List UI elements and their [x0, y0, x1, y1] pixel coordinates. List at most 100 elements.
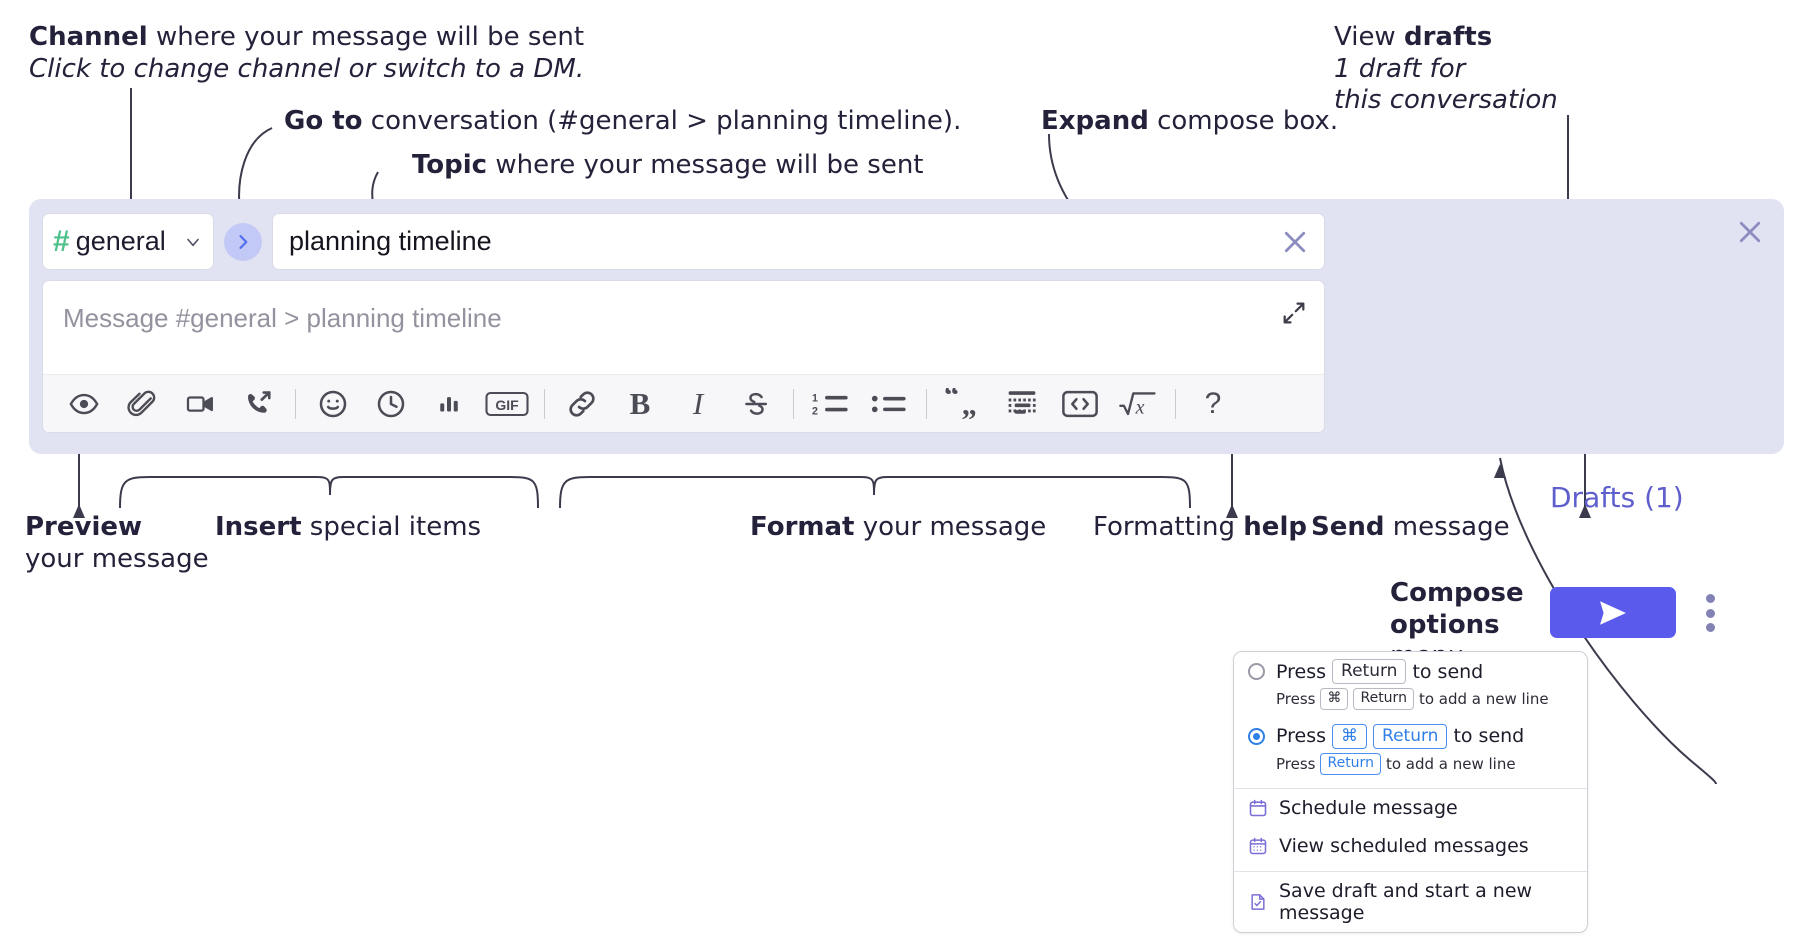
- compose-inner: # general planning timeline: [42, 213, 1325, 433]
- goto-conversation-button[interactable]: [224, 222, 262, 261]
- chevron-right-icon: [239, 234, 248, 249]
- radio-label-pre: Press: [1276, 660, 1327, 683]
- calendar-icon: [1248, 798, 1268, 818]
- annotation-send-rest: message: [1384, 512, 1510, 542]
- ordered-list-icon[interactable]: 1 2: [802, 375, 860, 433]
- annotation-preview-line2: your message: [25, 543, 209, 574]
- help-icon[interactable]: ?: [1204, 386, 1222, 420]
- bulleted-list-icon[interactable]: [860, 375, 918, 433]
- sub-post: to add a new line: [1418, 690, 1549, 708]
- channel-name: general: [75, 226, 166, 256]
- clock-icon[interactable]: [362, 375, 420, 433]
- annotation-topic: Topic where your message will be sent: [412, 150, 924, 182]
- hash-icon: #: [53, 224, 70, 258]
- blockquote-icon[interactable]: “ „: [935, 375, 993, 433]
- menu-item-schedule-message[interactable]: Schedule message: [1234, 789, 1587, 827]
- radio-button-selected[interactable]: [1248, 727, 1265, 745]
- link-icon[interactable]: [553, 375, 611, 433]
- annotation-preview-bold: Preview: [25, 512, 143, 542]
- poll-icon[interactable]: [420, 375, 478, 433]
- keycap-return: Return: [1353, 688, 1414, 710]
- math-icon[interactable]: x: [1109, 375, 1167, 433]
- vertical-dots-icon: [1705, 623, 1715, 632]
- annotation-channel-rest: where your message will be sent: [147, 22, 585, 52]
- annotation-drafts-bold: drafts: [1403, 22, 1493, 52]
- menu-radio-row[interactable]: Press ⌘ Return to send: [1234, 717, 1587, 749]
- svg-text:GIF: GIF: [495, 397, 519, 413]
- radio-button[interactable]: [1248, 663, 1265, 681]
- menu-item-label: View scheduled messages: [1279, 834, 1529, 857]
- preview-icon[interactable]: [55, 375, 113, 433]
- menu-item-save-draft[interactable]: Save draft and start a new message: [1234, 872, 1587, 932]
- toolbar-divider: [295, 388, 296, 419]
- annotation-format: Format your message: [750, 512, 1046, 544]
- svg-text:2: 2: [812, 405, 818, 417]
- annotation-channel: Channel where your message will be sent …: [29, 22, 584, 85]
- annotation-drafts-line3: this conversation: [1334, 85, 1558, 116]
- annotation-preview: Preview your message: [25, 512, 209, 575]
- inline-code-icon[interactable]: [1051, 375, 1109, 433]
- radio-label-pre: Press: [1276, 725, 1327, 748]
- close-icon[interactable]: [1280, 227, 1310, 257]
- annotation-insert-bold: Insert: [215, 512, 302, 542]
- keycap-command: ⌘: [1320, 688, 1349, 710]
- annotation-formatting-help-bold: help: [1243, 512, 1307, 542]
- annotation-goto-rest: conversation (#general > planning timeli…: [362, 106, 962, 136]
- toolbar-divider: [793, 388, 794, 419]
- radio-label-post: to send: [1412, 660, 1484, 683]
- compose-options-button[interactable]: [1698, 591, 1722, 635]
- bold-icon[interactable]: B: [629, 385, 651, 421]
- drafts-link[interactable]: Drafts (1): [1550, 481, 1684, 514]
- video-clip-icon[interactable]: [171, 375, 229, 433]
- compose-options-menu: Press Return to send Press ⌘ Return to a…: [1233, 651, 1588, 933]
- topic-value: planning timeline: [289, 226, 492, 256]
- italic-icon[interactable]: I: [692, 385, 704, 421]
- channel-picker[interactable]: # general: [42, 213, 214, 270]
- menu-radio-sublabel: Press ⌘ Return to add a new line: [1234, 684, 1587, 717]
- strikethrough-icon[interactable]: [727, 375, 785, 433]
- annotation-drafts-line2: 1 draft for: [1334, 53, 1466, 84]
- svg-text:1: 1: [812, 392, 818, 404]
- send-button[interactable]: [1550, 587, 1676, 638]
- save-draft-icon: [1248, 892, 1268, 912]
- annotation-topic-bold: Topic: [412, 150, 488, 180]
- send-paper-plane-icon: [1600, 600, 1626, 625]
- annotation-goto-bold: Go to: [284, 106, 363, 136]
- calendar-grid-icon: [1248, 836, 1268, 856]
- message-input-box[interactable]: Message #general > planning timeline: [42, 280, 1325, 433]
- annotation-compose-options-line1: Compose: [1390, 578, 1524, 608]
- attachment-icon[interactable]: [113, 375, 171, 433]
- menu-item-label: Schedule message: [1279, 796, 1458, 819]
- menu-radio-sublabel: Press Return to add a new line: [1234, 749, 1587, 782]
- expand-diagonal-icon[interactable]: [1280, 299, 1308, 327]
- compose-header-row: # general planning timeline: [42, 213, 1325, 270]
- toolbar-divider: [544, 388, 545, 419]
- radio-label: Press Return to send: [1276, 659, 1484, 685]
- annotation-send-bold: Send: [1311, 512, 1385, 542]
- audio-clip-icon[interactable]: [229, 375, 287, 433]
- topic-input[interactable]: planning timeline: [272, 213, 1325, 270]
- annotation-expand: Expand compose box.: [1041, 106, 1338, 138]
- annotation-insert: Insert special items: [215, 512, 481, 544]
- menu-item-view-scheduled-messages[interactable]: View scheduled messages: [1234, 827, 1587, 865]
- annotation-formatting-help-plain: Formatting: [1093, 512, 1244, 542]
- svg-text:“: “: [944, 388, 959, 412]
- annotation-topic-rest: where your message will be sent: [487, 150, 924, 180]
- keycap-return: Return: [1320, 753, 1381, 775]
- keycap-return: Return: [1373, 723, 1448, 749]
- menu-item-label: Save draft and start a new message: [1279, 879, 1533, 924]
- toolbar-divider: [926, 388, 927, 419]
- close-icon[interactable]: [1735, 217, 1765, 247]
- code-block-icon[interactable]: [993, 375, 1051, 433]
- radio-label-post: to send: [1453, 725, 1525, 748]
- gif-icon[interactable]: GIF: [478, 375, 536, 433]
- menu-radio-row[interactable]: Press Return to send: [1234, 652, 1587, 685]
- sub-pre: Press: [1276, 690, 1316, 708]
- emoji-icon[interactable]: [304, 375, 362, 433]
- menu-divider: [1234, 870, 1587, 872]
- formatting-toolbar: GIF B I: [43, 374, 1324, 432]
- annotation-expand-rest: compose box.: [1148, 106, 1339, 136]
- annotation-format-bold: Format: [750, 512, 855, 542]
- annotation-send: Send message: [1311, 512, 1510, 544]
- sub-pre: Press: [1276, 754, 1316, 773]
